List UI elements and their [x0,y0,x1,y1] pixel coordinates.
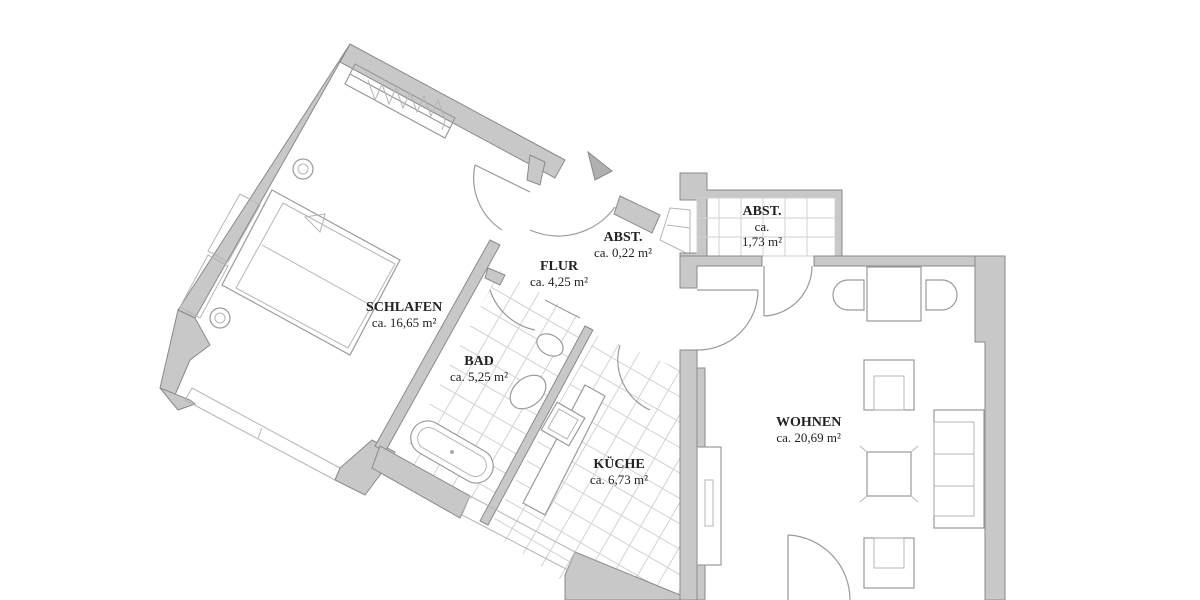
room-area: ca. 20,69 m² [776,430,841,446]
chair [832,279,865,311]
room-label-kueche: KÜCHE ca. 6,73 m² [590,457,648,488]
dining-table [832,266,958,322]
wall-wohnen-east [974,255,1006,600]
room-area: ca. 16,65 m² [371,315,437,331]
wall-bedroom-west-pier [159,309,211,396]
tv-unit [696,446,722,566]
room-area: ca. 4,25 m² [530,274,589,290]
double-bed [179,189,401,356]
room-name: SCHLAFEN [366,300,443,315]
room-area: ca. 6,73 m² [590,472,649,488]
wall-bedroom-southwest [159,387,197,411]
wall-bad-south [371,445,471,519]
armchair [863,359,915,411]
wall-abst-small [613,195,661,234]
room-label-abst-large: ABST. ca. 1,73 m² [742,204,782,250]
door-entrance [529,206,616,237]
storage-large-tiles [696,197,836,257]
triangle-arrow-icon [587,150,613,181]
coffee-table [859,445,919,503]
door-bedroom [473,164,531,231]
room-name: BAD [464,354,494,369]
room-name: ABST. [742,204,782,219]
room-name: KÜCHE [593,457,645,472]
room-area-prefix: ca. [754,219,770,235]
door-living-south [787,534,851,600]
lamp-icon [292,158,314,180]
door-living [696,289,759,351]
wall-bad-north [484,267,506,286]
window-kitchen [461,495,576,571]
bedroom-wing [159,43,682,600]
room-name: WOHNEN [776,415,842,430]
wall-kueche-south [564,551,681,600]
toilet [536,333,564,357]
living-wing [679,172,1006,600]
wall-wohnen-west [679,349,698,600]
room-area: 1,73 m² [742,234,783,250]
door-bathroom [489,289,581,331]
kitchen-tiles [488,335,682,600]
room-name: FLUR [539,259,579,274]
washbasin [509,374,547,410]
wall-entry-stub [526,154,546,186]
room-name: ABST. [603,230,643,245]
room-label-flur: FLUR ca. 4,25 m² [530,259,588,290]
wall-abst-wohnen-right [813,255,976,267]
kitchen-counter [522,384,606,516]
lamp-icon [209,307,231,329]
room-label-wohnen: WOHNEN ca. 20,69 m² [776,415,841,446]
chair [925,279,958,311]
wall-abst-wohnen [679,255,763,289]
armchair [863,537,915,589]
room-label-schlafen: SCHLAFEN ca. 16,65 m² [366,300,442,331]
door-storage [763,265,813,317]
room-label-abst-small: ABST. ca. 0,22 m² [594,230,652,261]
sofa [933,409,985,529]
storage-small [659,207,691,256]
room-area: ca. 0,22 m² [594,245,653,261]
room-area: ca. 5,25 m² [450,369,509,385]
wardrobe [344,63,456,139]
door-kitchen [617,344,651,411]
wall-bad-kueche [479,325,594,526]
window-bedroom [184,387,341,481]
room-label-bad: BAD ca. 5,25 m² [450,354,508,385]
